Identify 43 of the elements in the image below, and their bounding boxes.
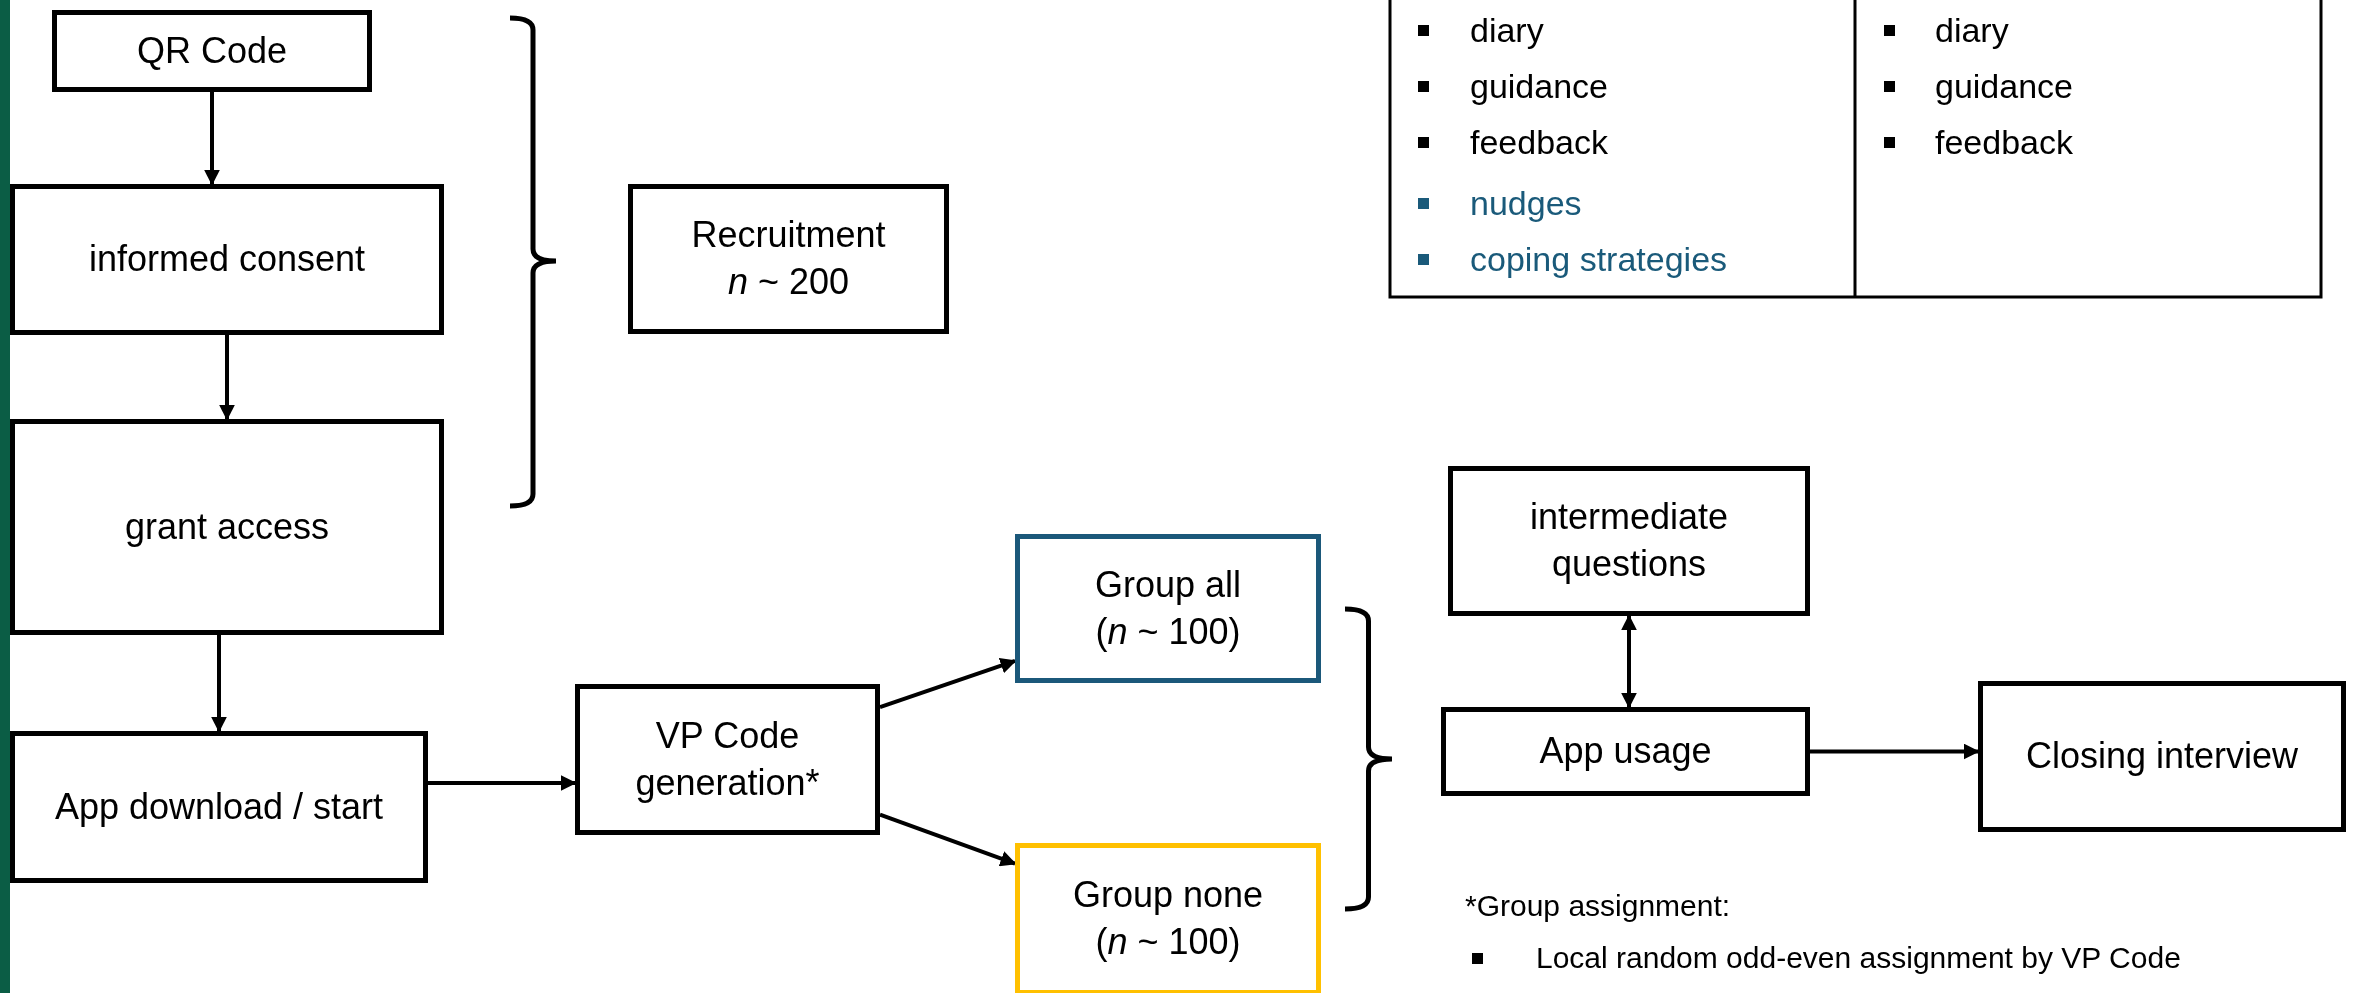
arrow [428,775,577,791]
arrow [879,658,1017,710]
list-item-text: guidance [1935,65,2073,107]
process-box [1015,534,1321,683]
box-text: n ~ 200 [726,260,851,304]
list-item-text: feedback [1470,121,1608,163]
process-box [10,731,428,883]
process-box [1448,466,1810,616]
list-item-text: diary [1470,9,1544,51]
box-text: intermediate questions [1528,495,1730,586]
process-box [628,184,949,334]
box-text: VP Code generation* [634,713,821,805]
arrow [211,635,227,733]
list-item-text: Local random odd-even assignment by VP Code [1536,940,2181,976]
box-text: Group none [1071,873,1265,918]
process-box [575,684,880,835]
process-box [10,184,444,335]
list-item-text: guidance [1470,65,1608,107]
arrow [204,92,220,186]
arrow [1621,614,1637,709]
box-text: QR Code [135,28,289,73]
box-text: informed consent [87,237,367,282]
arrow [1810,743,1980,760]
list-item-text: feedback [1935,121,2073,163]
process-box [1441,707,1810,796]
arrow [219,335,235,421]
box-text: App usage [1538,729,1713,774]
box-text: App download / start [53,784,385,829]
arrow [879,812,1017,867]
footnote-text: *Group assignment: [1465,888,1731,924]
box-text: Closing interview [2024,734,2300,779]
list-item-text: coping strategies [1470,238,1728,280]
box-text: (n ~ 100) [1094,609,1242,654]
process-box [1978,681,2346,832]
process-box [1015,843,1321,993]
process-box [52,10,372,92]
list-item-text: nudges [1470,182,1582,224]
list-item-text: diary [1935,9,2009,51]
box-text: (n ~ 100) [1094,920,1242,964]
box-text: Group all [1093,562,1243,607]
box-text: grant access [123,504,331,549]
process-box [10,419,444,635]
box-text: Recruitment [690,213,887,258]
